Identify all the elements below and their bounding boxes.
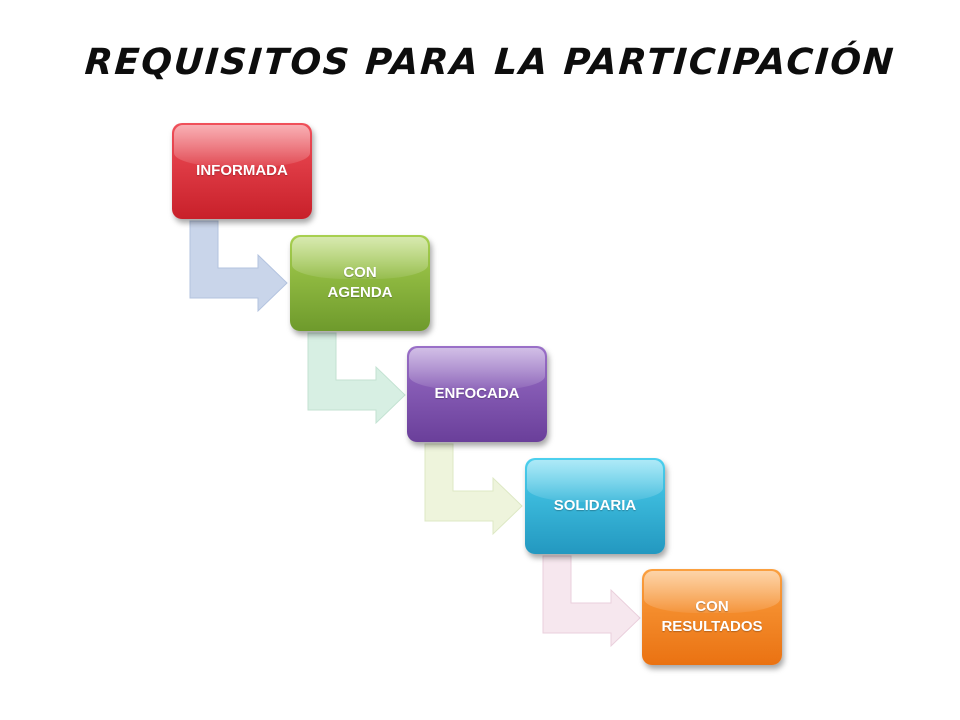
step-enfocada: ENFOCADA xyxy=(407,346,547,442)
step-informada: INFORMADA xyxy=(172,123,312,219)
connector-arrow-2 xyxy=(307,332,406,425)
step-label: ENFOCADA xyxy=(434,385,520,402)
connector-arrow-3 xyxy=(424,443,523,536)
step-solidaria: SOLIDARIA xyxy=(525,458,665,554)
connector-arrow-1 xyxy=(189,220,288,313)
step-label: INFORMADA xyxy=(196,162,288,179)
step-label: SOLIDARIA xyxy=(553,497,637,514)
connector-arrow-4 xyxy=(542,555,641,648)
